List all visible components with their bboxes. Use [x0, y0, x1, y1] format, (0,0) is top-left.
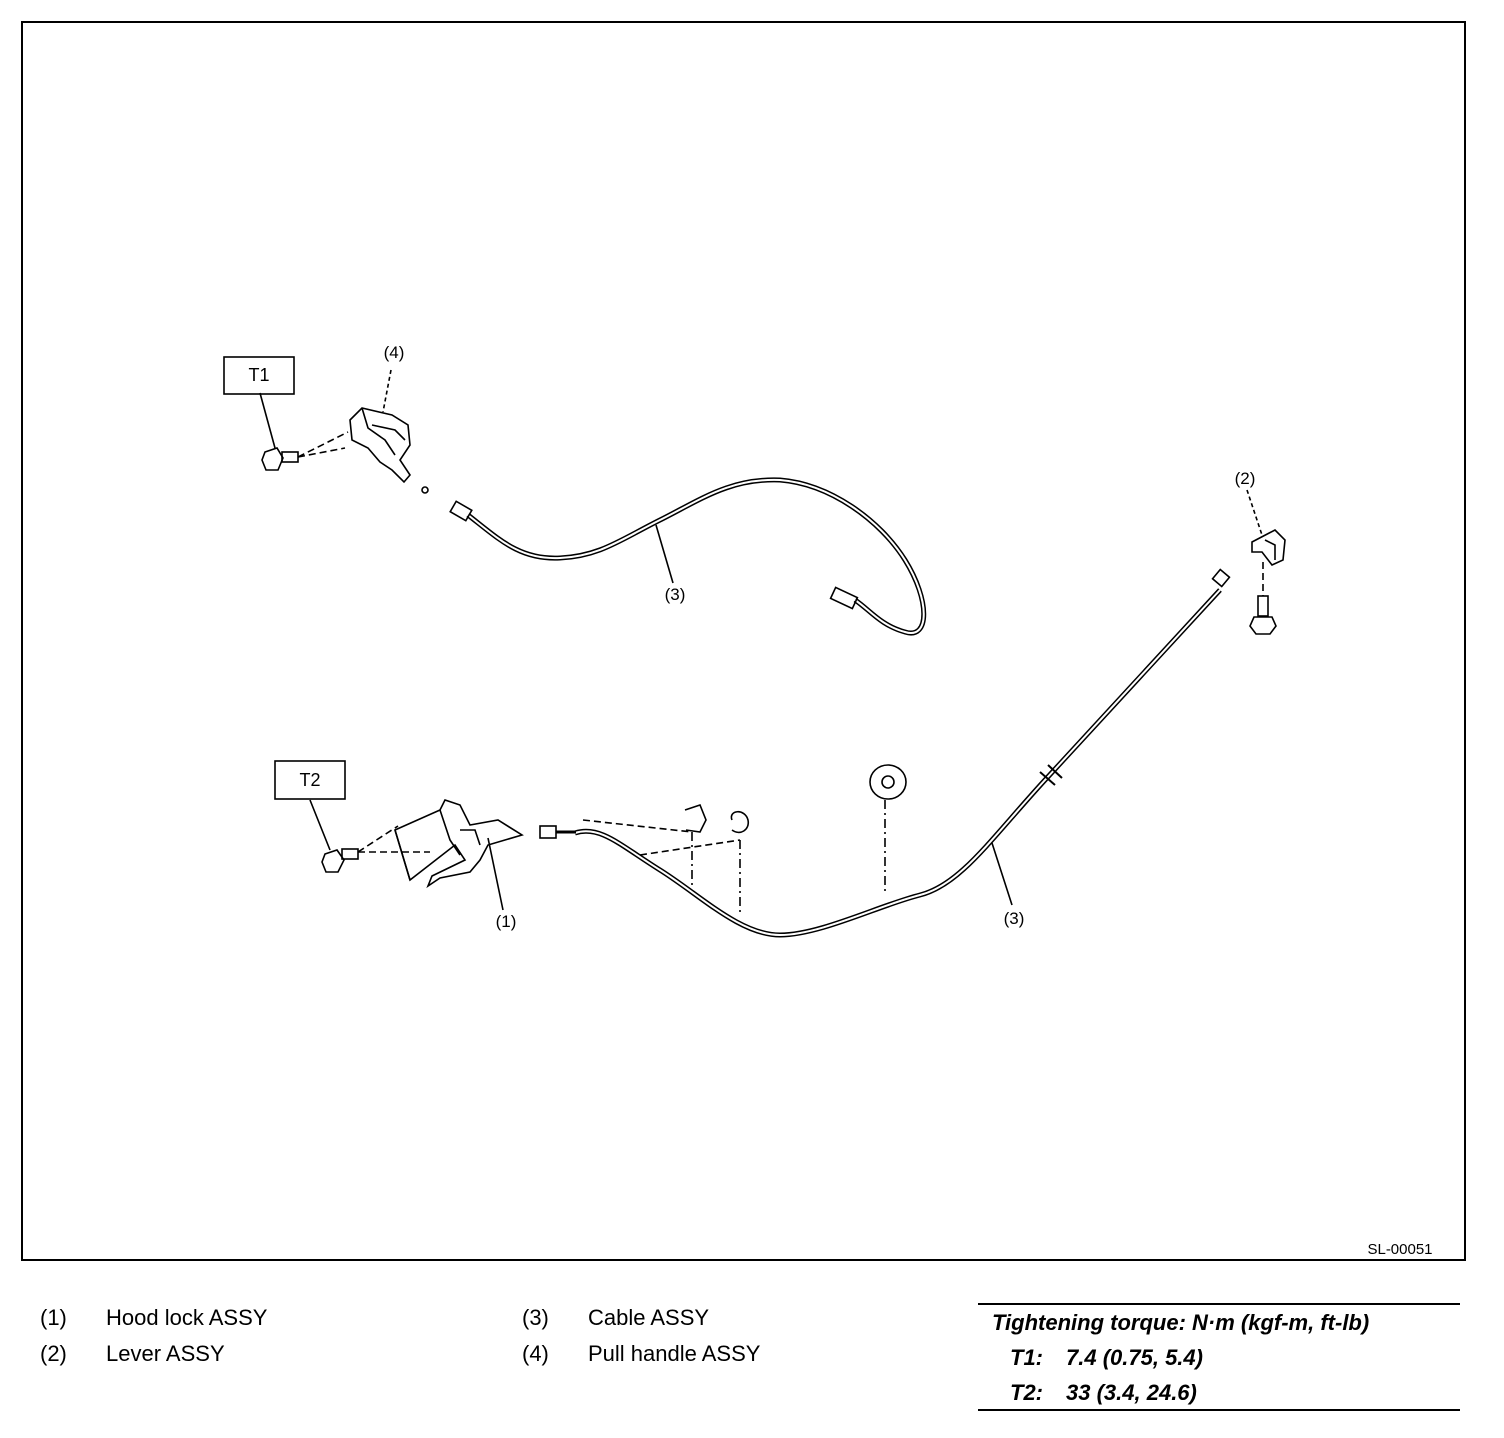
legend-label: Hood lock ASSY	[106, 1305, 268, 1330]
legend-number: (1)	[40, 1305, 67, 1330]
figure-id: SL-00051	[1367, 1241, 1432, 1258]
legend-item: (4) Pull handle ASSY	[522, 1336, 760, 1372]
torque-value: 7.4 (0.75, 5.4)	[1066, 1345, 1203, 1370]
torque-key: T2:	[1010, 1380, 1043, 1405]
legend-label: Lever ASSY	[106, 1341, 225, 1366]
upper-cable	[421, 477, 927, 636]
torque-row-t2: T2: 33 (3.4, 24.6)	[1010, 1380, 1197, 1406]
diagram-frame	[21, 21, 1466, 1261]
pull-handle-assy	[349, 407, 412, 484]
torque-key: T1:	[1010, 1345, 1043, 1370]
bolt-t1	[261, 431, 349, 471]
legend-number: (4)	[522, 1341, 549, 1366]
legend-item: (2) Lever ASSY	[40, 1336, 267, 1372]
t1-tag: T1	[248, 365, 269, 385]
callout-4: (4)	[384, 343, 405, 362]
legend-item: (3) Cable ASSY	[522, 1300, 760, 1336]
legend-left: (1) Hood lock ASSY (2) Lever ASSY	[40, 1300, 267, 1372]
lower-cable	[539, 568, 1231, 938]
torque-value: 33 (3.4, 24.6)	[1066, 1380, 1197, 1405]
torque-title: Tightening torque: N·m (kgf-m, ft-lb)	[992, 1310, 1370, 1335]
legend-item: (1) Hood lock ASSY	[40, 1300, 267, 1336]
callout-2: (2)	[1235, 469, 1256, 488]
hood-lock-assy	[394, 799, 524, 889]
torque-table: Tightening torque: N·m (kgf-m, ft-lb) T1…	[978, 1303, 1460, 1411]
legend-number: (2)	[40, 1341, 67, 1366]
grommet	[869, 764, 907, 892]
callout-3-lower: (3)	[1004, 909, 1025, 928]
callout-1: (1)	[496, 912, 517, 931]
legend-label: Cable ASSY	[588, 1305, 710, 1330]
torque-row-t1: T1: 7.4 (0.75, 5.4)	[1010, 1345, 1203, 1371]
cable-clips	[582, 804, 750, 915]
legend-middle: (3) Cable ASSY (4) Pull handle ASSY	[522, 1300, 760, 1372]
legend-label: Pull handle ASSY	[588, 1341, 761, 1366]
legend-number: (3)	[522, 1305, 549, 1330]
bolt-t2	[321, 825, 430, 873]
t2-tag: T2	[299, 770, 320, 790]
callout-3-upper: (3)	[665, 585, 686, 604]
t2-box	[274, 760, 346, 800]
t1-box	[223, 356, 295, 395]
lever-assy	[1249, 529, 1286, 635]
